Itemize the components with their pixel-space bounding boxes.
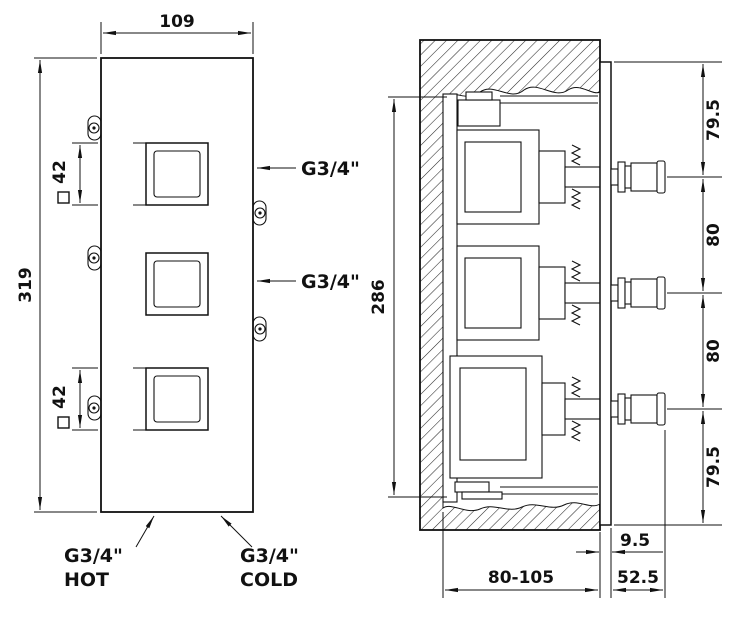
square-symbol-icon	[57, 416, 70, 429]
cold-word-label: COLD	[240, 569, 298, 591]
dim-286-label: 286	[369, 279, 389, 315]
dim-body-height: 286	[369, 96, 447, 498]
mount-dot-icon	[92, 406, 96, 410]
mount-dot-icon	[92, 126, 96, 130]
mount-dot-icon	[258, 211, 262, 215]
dim-width: 109	[100, 12, 254, 54]
handle-knob-middle	[610, 276, 666, 310]
spring-icon	[570, 376, 582, 398]
dim-109-label: 109	[159, 12, 195, 32]
front-view: 109 319 42 42	[16, 12, 360, 591]
mount-dot-icon	[258, 327, 262, 331]
valve-body-section	[442, 91, 601, 503]
dim-9-5-label: 9.5	[620, 531, 650, 551]
dim-319-label: 319	[16, 267, 36, 303]
dim-42-top-label: 42	[50, 160, 70, 184]
hot-inlet-callout: G3/4" HOT	[64, 515, 155, 591]
hot-port-label: G3/4"	[64, 545, 123, 567]
handle-square-top	[145, 142, 209, 206]
spring-icon	[570, 420, 582, 442]
cartridge-top	[456, 129, 601, 225]
dim-42-bottom-label: 42	[50, 385, 70, 409]
port-lower-label: G3/4"	[301, 271, 360, 293]
mount-hole-icon	[254, 323, 266, 335]
handle-knob-bottom	[610, 392, 666, 426]
body-foot-step	[461, 491, 503, 500]
dim-handle-spacing: 79.5 80 80 79.5	[614, 61, 724, 526]
body-cap-step	[465, 91, 493, 101]
mounting-tabs	[87, 115, 267, 421]
dim-80-lower-label: 80	[704, 339, 724, 363]
dim-square-top: 42	[50, 142, 146, 206]
cold-port-label: G3/4"	[240, 545, 299, 567]
port-callout-lower: G3/4"	[257, 271, 360, 293]
dim-52-5-label: 52.5	[617, 568, 659, 588]
dim-79-5-bottom-label: 79.5	[704, 446, 724, 488]
port-callout-upper: G3/4"	[257, 158, 360, 180]
wall-plate	[599, 61, 612, 526]
handle-square-middle	[145, 252, 209, 316]
spring-icon	[570, 260, 582, 282]
dim-height: 319	[16, 57, 97, 513]
mount-dot-icon	[92, 256, 96, 260]
dim-square-bottom: 42	[50, 367, 146, 431]
mount-hole-icon	[88, 252, 100, 264]
body-foot	[454, 481, 490, 493]
dim-80-upper-label: 80	[704, 223, 724, 247]
handle-knob-top	[610, 160, 666, 194]
mount-hole-icon	[88, 402, 100, 414]
mount-hole-icon	[254, 207, 266, 219]
dim-79-5-top-label: 79.5	[704, 99, 724, 141]
body-cap	[457, 99, 501, 127]
spring-icon	[570, 188, 582, 210]
dim-80-105-label: 80-105	[488, 568, 554, 588]
mount-hole-icon	[88, 122, 100, 134]
spring-icon	[570, 304, 582, 326]
square-symbol-icon	[57, 191, 70, 204]
port-upper-label: G3/4"	[301, 158, 360, 180]
cartridge-middle	[456, 245, 601, 341]
hot-word-label: HOT	[64, 569, 109, 591]
spring-icon	[570, 144, 582, 166]
cold-inlet-callout: G3/4" COLD	[220, 515, 299, 591]
dim-depths: 9.5 80-105 52.5	[442, 430, 666, 598]
section-view: 286 79.5 80 80 79.5 9.5	[369, 39, 724, 598]
handle-square-bottom	[145, 367, 209, 431]
